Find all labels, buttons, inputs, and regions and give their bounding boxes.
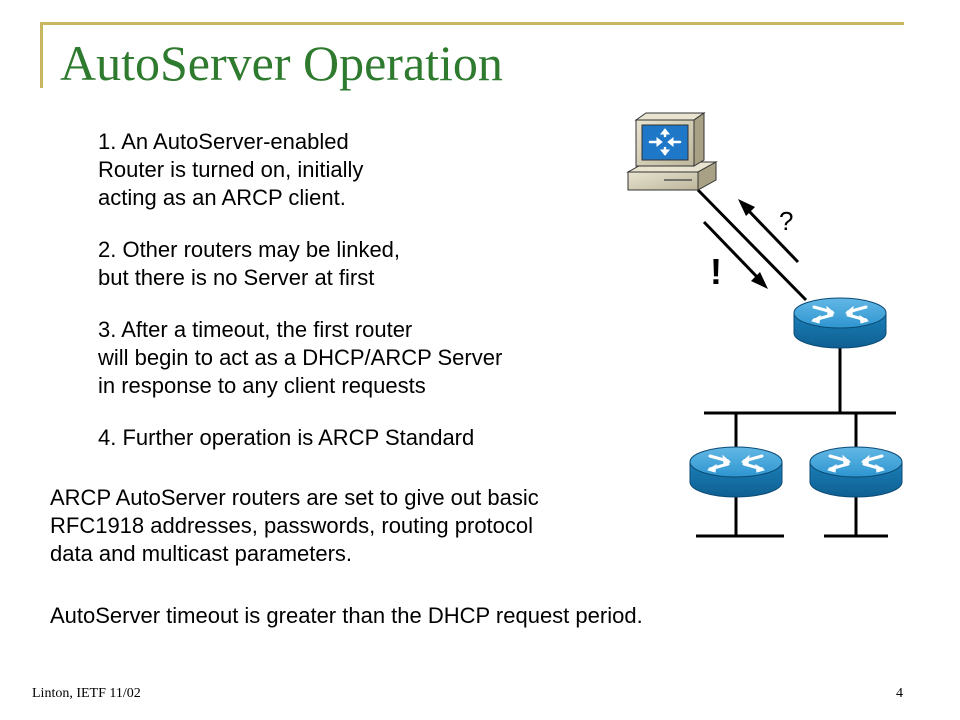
step-1-line-3: acting as an ARCP client. (98, 185, 346, 210)
note-line-1: ARCP AutoServer routers are set to give … (50, 485, 539, 510)
step-2-line-2: but there is no Server at first (98, 265, 375, 290)
step-3-line-2: will begin to act as a DHCP/ARCP Server (98, 345, 503, 370)
router-icon (688, 445, 784, 499)
step-3-line-1: 3. After a timeout, the first router (98, 317, 413, 342)
timeout-note: AutoServer timeout is greater than the D… (50, 603, 643, 628)
footer-author: Linton, IETF 11/02 (32, 686, 141, 701)
workstation-icon (626, 112, 718, 191)
step-4-line-1: 4. Further operation is ARCP Standard (98, 425, 475, 450)
frame-left-line (40, 22, 43, 88)
router-icon (792, 296, 888, 350)
network-links (696, 188, 896, 538)
page-title: AutoServer Operation (60, 35, 503, 91)
step-2-line-1: 2. Other routers may be linked, (98, 237, 401, 262)
exchange-arrows (702, 199, 800, 289)
step-1-line-2: Router is turned on, initially (98, 157, 364, 182)
step-1-line-1: 1. An AutoServer-enabled (98, 129, 349, 154)
note-line-3: data and multicast parameters. (50, 541, 353, 566)
step-3-line-3: in response to any client requests (98, 373, 426, 398)
page-number: 4 (896, 686, 903, 701)
exclamation-label: ! (710, 251, 722, 292)
router-icon (808, 445, 904, 499)
question-mark-label: ? (779, 206, 793, 236)
frame-top-line (40, 22, 904, 25)
note-line-2: RFC1918 addresses, passwords, routing pr… (50, 513, 534, 538)
